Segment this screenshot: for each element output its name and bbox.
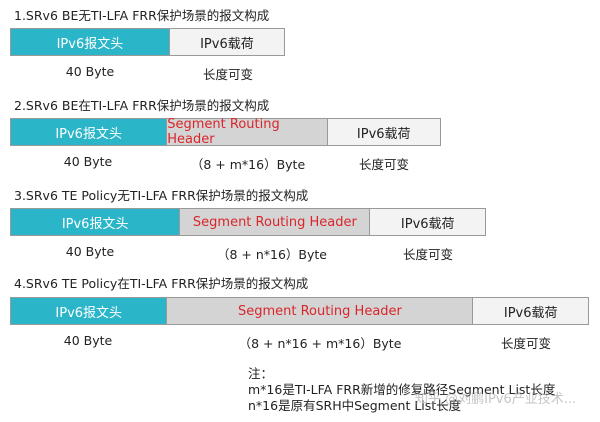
payload-size: 长度可变: [500, 336, 552, 351]
note-title: 注：: [248, 366, 274, 381]
payload-size: 长度可变: [202, 67, 254, 82]
row4-packet: IPv6报文头 Segment Routing Header IPv6载荷: [10, 297, 589, 325]
row2-packet: IPv6报文头 Segment Routing Header IPv6载荷: [10, 117, 441, 147]
row1-packet: IPv6报文头 IPv6载荷: [10, 28, 285, 56]
ipv6-payload-block: IPv6载荷: [370, 209, 485, 235]
ipv6-header-block: IPv6报文头: [11, 119, 168, 145]
ipv6-payload-block: IPv6载荷: [327, 119, 440, 145]
row2-title: 2.SRv6 BE在TI-LFA FRR保护场景的报文构成: [14, 98, 270, 113]
payload-size: 长度可变: [402, 247, 454, 262]
header-size: 40 Byte: [65, 64, 115, 79]
watermark: 知乎 @刘鹏IPv6产业技术...: [415, 392, 577, 407]
header-size: 40 Byte: [65, 244, 115, 259]
row4-title: 4.SRv6 TE Policy在TI-LFA FRR保护场景的报文构成: [14, 276, 309, 291]
note-line-m: m*16是TI-LFA FRR新增的修复路径Segment List长度: [248, 382, 556, 397]
srh-size: （8 + m*16）Byte: [190, 157, 306, 172]
ipv6-header-block: IPv6报文头: [11, 209, 181, 235]
ipv6-payload-block: IPv6载荷: [169, 29, 284, 55]
srh-size: （8 + n*16 + m*16）Byte: [238, 336, 402, 351]
srh-block: Segment Routing Header: [167, 117, 328, 147]
payload-size: 长度可变: [358, 157, 410, 172]
row3-title: 3.SRv6 TE Policy无TI-LFA FRR保护场景的报文构成: [14, 188, 309, 203]
ipv6-header-block: IPv6报文头: [11, 29, 170, 55]
header-size: 40 Byte: [63, 154, 113, 169]
note: 注： m*16是TI-LFA FRR新增的修复路径Segment List长度 …: [248, 366, 555, 414]
ipv6-payload-block: IPv6载荷: [473, 298, 588, 324]
row3-packet: IPv6报文头 Segment Routing Header IPv6载荷: [10, 208, 486, 236]
srh-block: Segment Routing Header: [167, 298, 474, 324]
srh-block: Segment Routing Header: [180, 209, 371, 235]
srh-size: （8 + n*16）Byte: [216, 247, 328, 262]
ipv6-header-block: IPv6报文头: [11, 298, 168, 324]
note-line-n: n*16是原有SRH中Segment List长度: [248, 398, 462, 413]
row1-title: 1.SRv6 BE无TI-LFA FRR保护场景的报文构成: [14, 8, 270, 23]
header-size: 40 Byte: [63, 333, 113, 348]
